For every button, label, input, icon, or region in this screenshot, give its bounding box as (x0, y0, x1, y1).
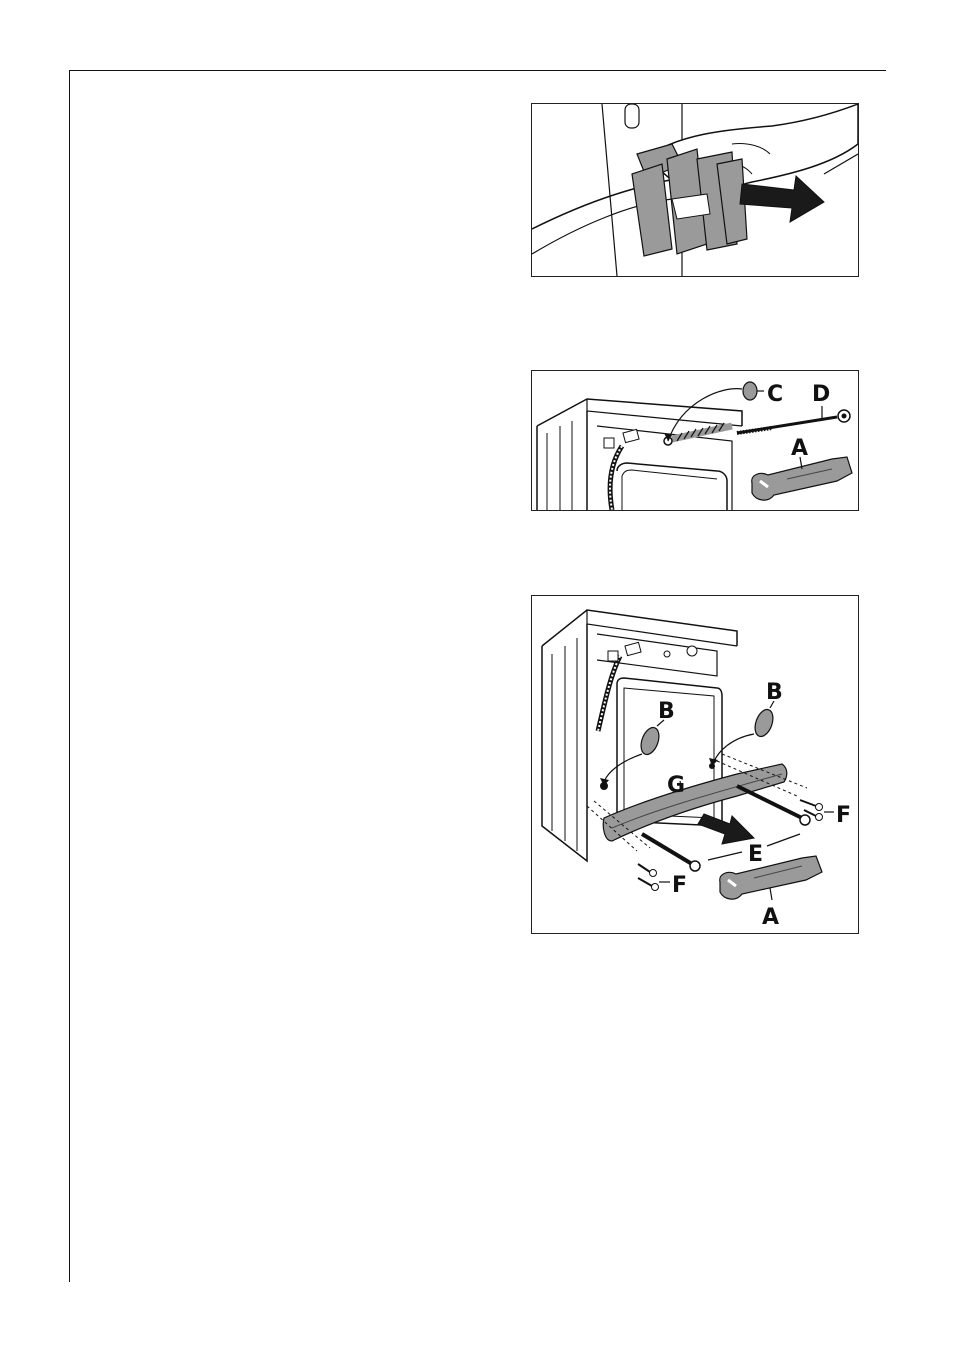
figure-transit-bar-removal: B B G E (531, 595, 859, 934)
machine-side-line (602, 104, 617, 276)
figure-remove-bracket (531, 103, 859, 277)
page-left-rule (69, 70, 70, 1282)
label-f-left: F (672, 873, 687, 898)
wrench-illustration (752, 457, 852, 500)
machine-slot (625, 104, 639, 128)
arrow-right-icon (740, 176, 824, 222)
cap-c (743, 382, 757, 400)
bolt-e-left (642, 834, 700, 871)
figure-transit-bar-illustration: B B G E (532, 596, 858, 933)
cap-b-right (752, 707, 777, 739)
label-c: C (767, 382, 783, 407)
figure-rear-bolt-illustration: C D A (532, 371, 858, 510)
cap-b-left (638, 725, 663, 757)
transit-bar-g (603, 764, 787, 841)
label-a: A (791, 436, 808, 461)
machine-top-inner (587, 399, 742, 426)
arrow-out-icon (698, 814, 754, 844)
drain-hose (610, 446, 622, 510)
label-b-left: B (658, 699, 675, 724)
label-d: D (812, 382, 830, 407)
bolt-d (737, 410, 850, 433)
screw-f-left (638, 864, 659, 891)
label-b-right: B (766, 680, 783, 705)
label-e: E (748, 842, 763, 867)
label-a: A (762, 905, 779, 930)
figure-remove-bracket-illustration (532, 104, 858, 276)
figure-rear-bolt-removal: C D A (531, 370, 859, 511)
machine-top (537, 399, 742, 426)
spring (672, 423, 732, 441)
label-f-right: F (836, 803, 851, 828)
page-top-rule (69, 70, 886, 71)
bolt-e-right (737, 786, 810, 825)
label-g: G (667, 773, 685, 798)
